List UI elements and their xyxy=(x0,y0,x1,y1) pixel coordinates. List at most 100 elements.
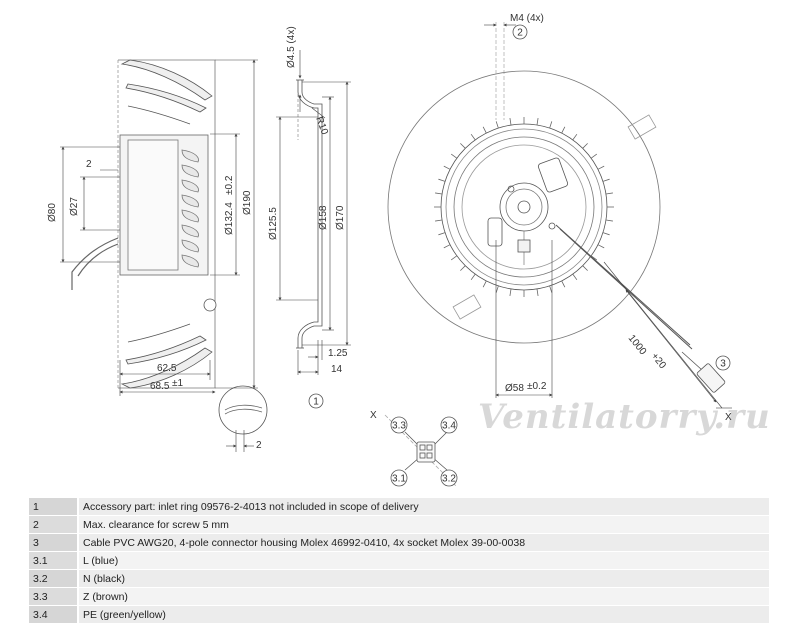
rim-tick xyxy=(536,288,539,296)
rim-tick xyxy=(605,219,613,222)
svg-text:2: 2 xyxy=(517,28,523,39)
rim-tick xyxy=(450,153,458,159)
dim-side-62-5: 62.5 xyxy=(157,363,177,374)
dim-side-2-detail: 2 xyxy=(256,440,262,451)
dim-side-132-4-tol: ±0.2 xyxy=(224,175,235,195)
rim-tick xyxy=(435,192,443,195)
rim-tick xyxy=(597,244,605,249)
rim-tick xyxy=(460,143,466,149)
dim-thread-m4: M4 (4x) xyxy=(510,13,544,24)
svg-text:3.2: 3.2 xyxy=(442,474,456,485)
legend-text: Max. clearance for screw 5 mm xyxy=(77,515,769,534)
rim-tick xyxy=(470,273,476,281)
rim-tick xyxy=(572,133,578,141)
rim-tick xyxy=(590,153,598,159)
pin-3-2: 3.2 xyxy=(440,469,458,487)
svg-text:3.4: 3.4 xyxy=(442,421,456,432)
side-view-dimensions xyxy=(60,59,258,452)
dim-side-190: Ø190 xyxy=(242,190,253,215)
rim-tick xyxy=(495,121,499,129)
rim-tick xyxy=(582,265,588,271)
watermark: Ventilatorry.ru xyxy=(478,397,771,437)
dim-front-58: Ø58 xyxy=(505,383,524,394)
rim-tick xyxy=(536,118,539,126)
rim-tick xyxy=(495,285,499,293)
legend-key: 1 xyxy=(29,497,78,516)
pin-3-4: 3.4 xyxy=(440,416,458,434)
rim-tick xyxy=(509,288,512,296)
legend-text: PE (green/yellow) xyxy=(77,605,769,624)
dim-side-27: Ø27 xyxy=(69,197,80,216)
rim-tick xyxy=(561,126,566,134)
dim-section-125-5: Ø125.5 xyxy=(268,207,279,240)
section-view-dimensions xyxy=(276,50,351,375)
section-view-labels: Ø4.5 (4x) R10 Ø125.5 Ø158 Ø170 1.25 14 xyxy=(268,26,348,375)
side-view xyxy=(71,59,268,435)
legend-key: 3.4 xyxy=(29,605,78,624)
front-view-labels: M4 (4x) Ø58 ±0.2 1000 +20 X xyxy=(505,13,732,423)
rim-tick xyxy=(443,244,451,249)
rim-tick xyxy=(549,121,553,129)
legend-key: 3 xyxy=(29,533,78,552)
rim-tick xyxy=(438,232,446,236)
dim-side-2-top: 2 xyxy=(86,159,92,170)
technical-drawing: Ventilatorry.ru xyxy=(47,13,771,487)
callout-3: 3 xyxy=(715,355,731,371)
side-view-labels: 2 Ø80 Ø27 Ø132.4 ±0.2 Ø190 62.5 68.5 ±1 … xyxy=(47,159,262,451)
callout-1: 1 xyxy=(308,393,324,409)
legend-key: 3.3 xyxy=(29,587,78,606)
dim-radius-10: R10 xyxy=(313,115,330,136)
callout-2: 2 xyxy=(512,24,528,40)
dim-side-68-5: 68.5 xyxy=(150,381,170,392)
pin-3-3: 3.3 xyxy=(390,416,408,434)
rim-tick xyxy=(509,118,512,126)
rim-tick xyxy=(438,178,446,182)
dim-hole-4-5: Ø4.5 (4x) xyxy=(286,26,297,68)
rim-tick xyxy=(605,192,613,195)
rim-tick xyxy=(482,280,487,288)
legend-text: Accessory part: inlet ring 09576-2-4013 … xyxy=(77,497,769,516)
dim-side-132-4: Ø132.4 xyxy=(224,202,235,235)
legend-text: N (black) xyxy=(77,569,769,588)
rim-tick xyxy=(549,285,553,293)
rim-tick xyxy=(602,232,610,236)
front-view-ticks xyxy=(434,117,614,297)
legend-text: Z (brown) xyxy=(77,587,769,606)
legend-text: L (blue) xyxy=(77,551,769,570)
rim-tick xyxy=(482,126,487,134)
dim-cable-1000-tol: +20 xyxy=(649,351,668,371)
legend-key: 3.2 xyxy=(29,569,78,588)
dim-section-170: Ø170 xyxy=(335,205,346,230)
rim-tick xyxy=(443,165,451,170)
connector-axis-x: X xyxy=(370,410,377,421)
rim-tick xyxy=(460,265,466,271)
legend-text: Cable PVC AWG20, 4-pole connector housin… xyxy=(77,533,769,552)
pin-3-1: 3.1 xyxy=(390,469,408,487)
legend-key: 3.1 xyxy=(29,551,78,570)
rim-tick xyxy=(435,219,443,222)
svg-text:1: 1 xyxy=(313,397,319,408)
front-view-dimensions xyxy=(484,22,732,409)
rim-tick xyxy=(602,178,610,182)
connector-labels: X 3.3 3.4 3.1 3.2 xyxy=(370,410,458,487)
rim-tick xyxy=(572,273,578,281)
front-axis-x: X xyxy=(725,412,732,423)
dim-side-68-5-tol: ±1 xyxy=(172,378,183,389)
connector-pinout xyxy=(384,414,457,487)
rim-tick xyxy=(561,280,566,288)
dim-section-1-25: 1.25 xyxy=(328,348,348,359)
svg-text:3: 3 xyxy=(720,359,726,370)
dim-front-58-tol: ±0.2 xyxy=(527,381,547,392)
legend-key: 2 xyxy=(29,515,78,534)
dim-side-80: Ø80 xyxy=(47,203,58,222)
rim-tick xyxy=(450,255,458,261)
svg-text:3.3: 3.3 xyxy=(392,421,406,432)
